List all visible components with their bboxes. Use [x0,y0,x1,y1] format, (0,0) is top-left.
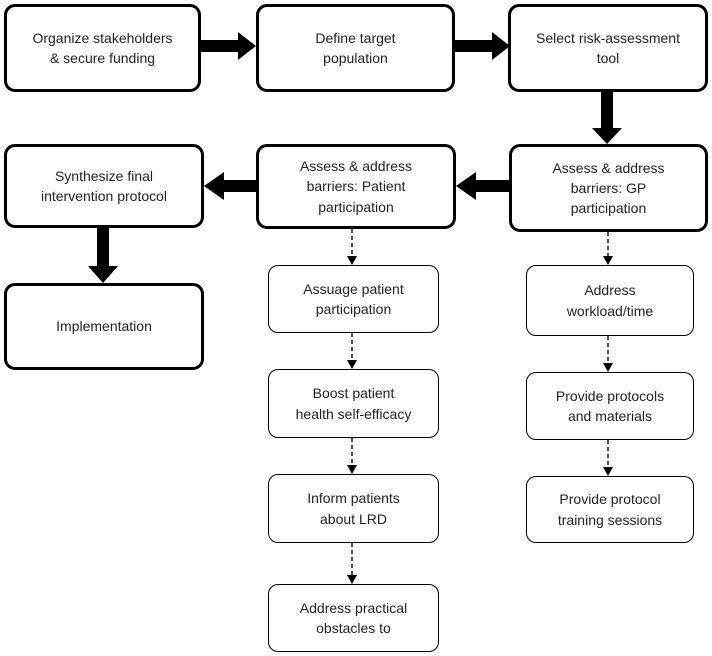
node-training-sessions: Provide protocol training sessions [526,476,694,543]
node-gp-barriers-label: Assess & address barriers: GP participat… [552,159,665,217]
node-select-label: Select risk-assessment tool [536,29,680,66]
arrowhead-practical [347,575,357,584]
node-synthesize-label: Synthesize final intervention protocol [40,167,168,204]
node-boost-label: Boost patient health self-efficacy [295,385,412,422]
node-patient-barriers-label: Assess & address barriers: Patient parti… [299,158,413,215]
node-assuage-participation: Assuage patient participation [268,265,439,333]
node-practical-label: Address practical obstacles to [299,599,408,636]
node-define-target-population: Define target population [256,4,455,92]
arrow-define-to-select [455,32,510,60]
node-boost-self-efficacy: Boost patient health self-efficacy [268,369,439,438]
arrowhead-inform [347,465,357,474]
node-inform-label: Inform patients about LRD [307,490,400,527]
arrowhead-training [603,467,613,476]
node-organize-label: Organize stakeholders & secure funding [32,29,173,66]
arrowhead-protocols [603,363,613,372]
arrow-organize-to-define [201,32,256,60]
arrow-synthesize-to-implementation [88,228,118,283]
arrow-patient-to-synthesize [204,172,257,200]
node-define-label: Define target population [315,29,396,66]
node-implementation-label: Implementation [56,318,152,335]
arrowhead-workload [603,256,613,265]
node-implementation: Implementation [4,283,204,370]
arrow-select-to-gp [592,92,622,144]
arrow-gp-to-patient [456,172,509,200]
arrowhead-assuage [347,256,357,265]
node-assuage-label: Assuage patient participation [303,280,404,317]
node-gp-barriers: Assess & address barriers: GP participat… [509,144,708,232]
node-workload-label: Address workload/time [566,282,654,319]
arrowhead-boost [347,360,357,369]
node-inform-about-lrd: Inform patients about LRD [268,474,439,543]
node-synthesize-protocol: Synthesize final intervention protocol [4,144,204,228]
node-select-risk-assessment-tool: Select risk-assessment tool [508,4,708,92]
node-training-label: Provide protocol training sessions [557,491,663,528]
node-practical-obstacles: Address practical obstacles to [268,584,439,652]
node-protocols-label: Provide protocols and materials [555,387,665,424]
node-patient-barriers: Assess & address barriers: Patient parti… [256,144,456,229]
node-workload-time: Address workload/time [526,265,694,336]
node-organize-stakeholders: Organize stakeholders & secure funding [4,4,201,92]
node-protocols-materials: Provide protocols and materials [526,372,694,440]
